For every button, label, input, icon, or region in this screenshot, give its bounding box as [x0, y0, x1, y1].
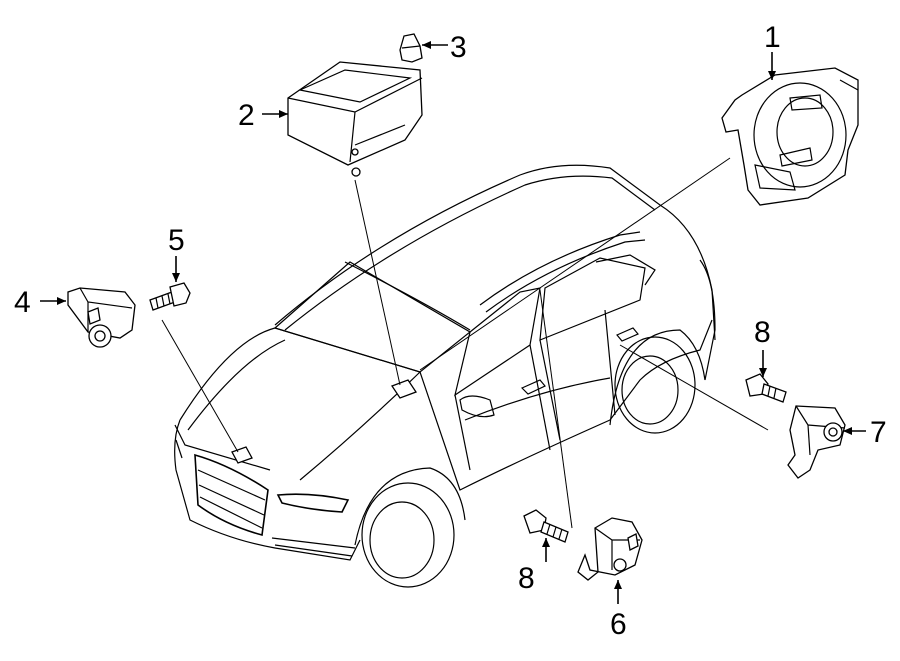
nut-part: [399, 33, 423, 63]
vehicle-outline: [174, 164, 716, 588]
callout-arrows: [40, 41, 866, 604]
bolt-part-5: [149, 282, 191, 311]
callout-5: 5: [168, 224, 185, 257]
front-impact-sensor-part: [67, 287, 136, 348]
callout-8-right: 8: [754, 316, 771, 349]
airbag-control-module-part: [287, 61, 423, 177]
bolt-part-8-right: [745, 373, 787, 403]
callout-2: 2: [238, 99, 255, 132]
bolt-part-8-bottom: [523, 509, 569, 543]
side-impact-sensor-part-6: [577, 517, 643, 581]
callout-1: 1: [764, 21, 781, 54]
callout-6: 6: [610, 608, 627, 641]
callout-3: 3: [450, 31, 467, 64]
callout-8-bottom: 8: [518, 562, 535, 595]
callout-7: 7: [870, 416, 887, 449]
side-impact-sensor-part-7: [787, 405, 846, 479]
leader-lines: [161, 157, 769, 529]
clock-spring-part: [721, 67, 859, 206]
callout-4: 4: [14, 286, 31, 319]
